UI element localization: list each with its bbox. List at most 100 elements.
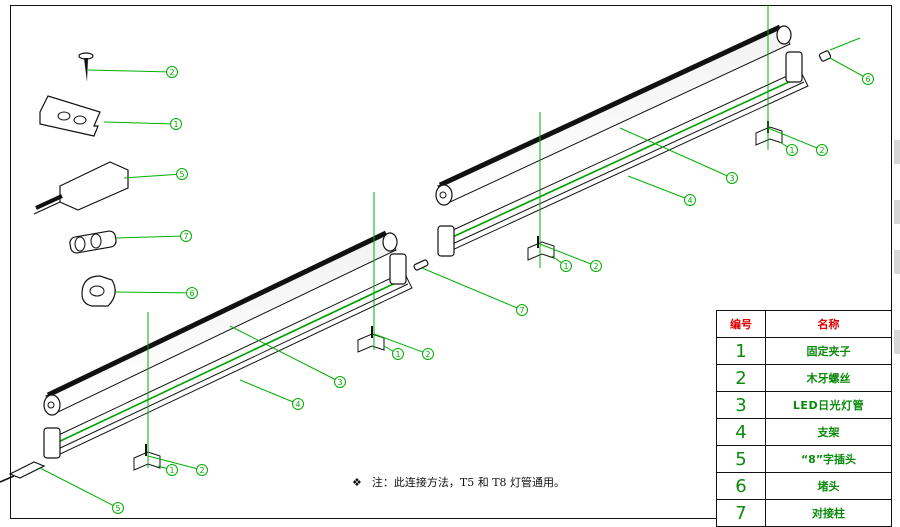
leader-line — [627, 175, 686, 199]
drawing-frame — [10, 5, 892, 519]
callout-number: 3 — [729, 174, 734, 183]
callout-circle — [862, 73, 874, 85]
legend-num: 4 — [716, 418, 766, 446]
joint-connector — [413, 259, 429, 271]
left-power-plug — [0, 461, 46, 483]
legend-header-name: 名称 — [765, 310, 892, 338]
callout-circle — [726, 172, 738, 184]
leader-line — [123, 173, 177, 179]
callout-number: 5 — [115, 504, 120, 513]
callout-number: 4 — [295, 400, 300, 409]
legend-row: 5“8”字插头 — [716, 445, 892, 473]
leader-line — [373, 333, 424, 353]
callout-number: 6 — [189, 289, 194, 298]
legend-name: 木牙螺丝 — [765, 364, 892, 392]
leader-line — [421, 267, 518, 309]
leader-line — [87, 69, 167, 73]
callout-circle — [112, 502, 124, 514]
left-lamp-assembly — [0, 192, 429, 483]
right-end-stopper — [818, 50, 832, 62]
note-text: 注：此连接方法，T5 和 T8 灯管通用。 — [371, 476, 566, 489]
left-tube-end-right — [382, 232, 398, 252]
connection-note: ❖ 注：此连接方法，T5 和 T8 灯管通用。 — [352, 474, 565, 490]
legend-num: 5 — [716, 445, 766, 473]
callout-number: 3 — [337, 378, 342, 387]
callout-circle — [166, 464, 178, 476]
leader-line — [147, 455, 197, 470]
legend-name: 对接柱 — [765, 499, 892, 527]
callout-circle — [166, 66, 178, 78]
callout-number: 5 — [179, 170, 184, 179]
left-endcap-left — [43, 427, 61, 459]
callout-circle — [176, 168, 188, 180]
callout-circle — [392, 348, 404, 360]
callout-number: 2 — [593, 262, 598, 271]
edge-tab — [894, 250, 900, 274]
callout-circle — [516, 304, 528, 316]
callout-circle — [170, 118, 182, 130]
callout-circle — [186, 287, 198, 299]
callout-circle — [334, 376, 346, 388]
legend-name: 支架 — [765, 418, 892, 446]
callout-number: 1 — [169, 466, 174, 475]
legend-num: 3 — [716, 391, 766, 419]
leader-line — [767, 127, 818, 149]
callout-circle — [196, 464, 208, 476]
leader-line — [383, 345, 394, 352]
leader-line — [39, 467, 114, 506]
legend-num: 7 — [716, 499, 766, 527]
callout-number: 1 — [395, 350, 400, 359]
callout-circle — [786, 144, 798, 156]
right-lamp-assembly — [435, 5, 861, 268]
legend-name: 堵头 — [765, 472, 892, 500]
leader-line — [239, 379, 294, 403]
figure8-plug-part — [33, 161, 129, 215]
legend-num: 6 — [716, 472, 766, 500]
legend-header-num: 编号 — [716, 310, 766, 338]
leader-line — [619, 127, 728, 177]
callout-number: 6 — [865, 75, 870, 84]
leader-line — [829, 57, 864, 77]
leader-line — [157, 465, 167, 469]
leader-line — [229, 325, 336, 380]
note-bullet-icon: ❖ — [352, 476, 362, 489]
legend-num: 2 — [716, 364, 766, 392]
callout-number: 1 — [173, 120, 178, 129]
callout-circle — [292, 398, 304, 410]
end-cap-part — [81, 275, 116, 307]
callout-number: 4 — [687, 196, 692, 205]
right-endcap-left — [437, 225, 455, 257]
legend-header-row: 编号 名称 — [716, 310, 892, 338]
leader-line — [115, 291, 187, 294]
legend-num: 1 — [716, 337, 766, 365]
leader-line — [115, 235, 181, 239]
callout-number: 2 — [199, 466, 204, 475]
edge-tab — [894, 330, 900, 354]
leader-line — [539, 243, 592, 265]
callout-circle — [422, 348, 434, 360]
callout-number: 2 — [819, 146, 824, 155]
left-endcap-right — [389, 253, 407, 285]
callout-circle — [560, 260, 572, 272]
legend-name: 固定夹子 — [765, 337, 892, 365]
callout-number: 7 — [519, 306, 524, 315]
legend-name: LED日光灯管 — [765, 391, 892, 419]
callout-circle — [180, 230, 192, 242]
legend-name: “8”字插头 — [765, 445, 892, 473]
callout-number: 1 — [789, 146, 794, 155]
callout-circle — [816, 144, 828, 156]
callout-number: 2 — [169, 68, 174, 77]
callout-number: 1 — [563, 262, 568, 271]
edge-tab — [894, 140, 900, 164]
callout-circle — [590, 260, 602, 272]
right-endcap-right — [785, 51, 803, 83]
wood-screw-part — [78, 52, 94, 82]
